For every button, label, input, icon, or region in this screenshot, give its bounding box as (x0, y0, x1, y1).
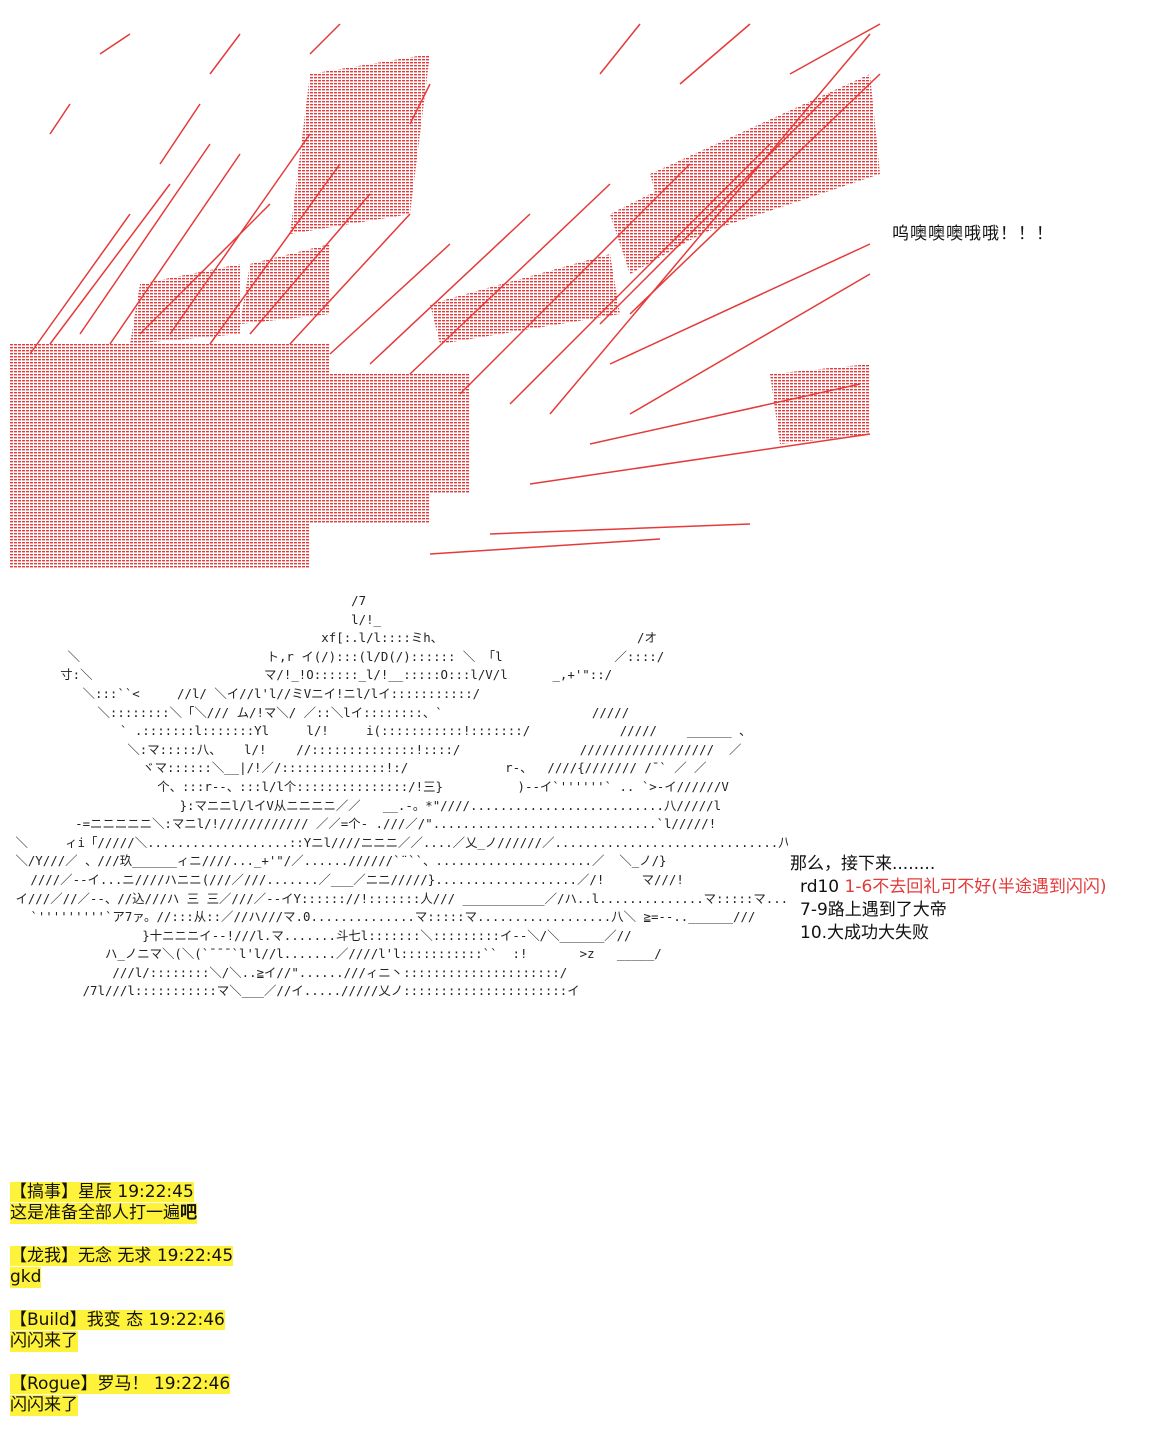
chat-user: 我变 态 (86, 1310, 144, 1330)
dice-option-1: 1-6不去回礼可不好(半途遇到闪闪) (844, 877, 1107, 897)
chat-tag: 【Build】 (10, 1310, 87, 1330)
chat-message: 【搞事】星辰 19:22:45 这是准备全部人打一遍吧 (10, 1182, 610, 1224)
chat-body: 这是准备全部人打一遍吧 (10, 1203, 197, 1224)
chat-time: 19:22:45 (117, 1182, 194, 1202)
dice-roll-line: rd10 1-6不去回礼可不好(半途遇到闪闪) (790, 876, 1107, 899)
red-ascii-art-blast (10, 14, 890, 574)
chat-tag: 【龙我】 (10, 1246, 78, 1266)
chat-user: 罗马！ (97, 1374, 149, 1394)
chat-body: 闪闪来了 (10, 1331, 78, 1352)
chat-body: 闪闪来了 (10, 1395, 78, 1416)
chat-tag: 【Rogue】 (10, 1374, 98, 1394)
chat-message: 【Build】我变 态 19:22:46 闪闪来了 (10, 1310, 610, 1352)
dice-roll-label: rd10 (800, 877, 840, 897)
chat-body: gkd (10, 1267, 42, 1288)
chat-header: 【龙我】无念 无求 19:22:45 (10, 1246, 610, 1267)
shout-text: 呜噢噢噢哦哦！！！ (892, 224, 1054, 244)
dice-option-3: 10.大成功大失败 (800, 923, 930, 943)
chat-time: 19:22:46 (153, 1374, 231, 1394)
chat-time: 19:22:46 (148, 1310, 225, 1330)
chat-log: 【搞事】星辰 19:22:45 这是准备全部人打一遍吧 【龙我】无念 无求 19… (10, 1182, 610, 1438)
dice-roll-panel: 那么，接下来........ rd10 1-6不去回礼可不好(半途遇到闪闪) 7… (790, 853, 1107, 945)
black-ascii-art-character: /7 l/!_ xf[:.l/l::::ミh、 /オ ＼ ト,r イ(/):::… (15, 593, 788, 999)
dice-intro: 那么，接下来........ (790, 854, 936, 874)
dice-option-2: 7-9路上遇到了大帝 (800, 900, 947, 920)
chat-user: 无念 无求 (78, 1246, 152, 1266)
chat-header: 【Rogue】罗马！ 19:22:46 (10, 1374, 610, 1395)
chat-user: 星辰 (78, 1182, 112, 1202)
chat-header: 【搞事】星辰 19:22:45 (10, 1182, 610, 1203)
chat-tag: 【搞事】 (10, 1182, 78, 1202)
chat-message: 【Rogue】罗马！ 19:22:46 闪闪来了 (10, 1374, 610, 1416)
chat-message: 【龙我】无念 无求 19:22:45 gkd (10, 1246, 610, 1288)
chat-header: 【Build】我变 态 19:22:46 (10, 1310, 610, 1331)
chat-time: 19:22:45 (156, 1246, 234, 1266)
